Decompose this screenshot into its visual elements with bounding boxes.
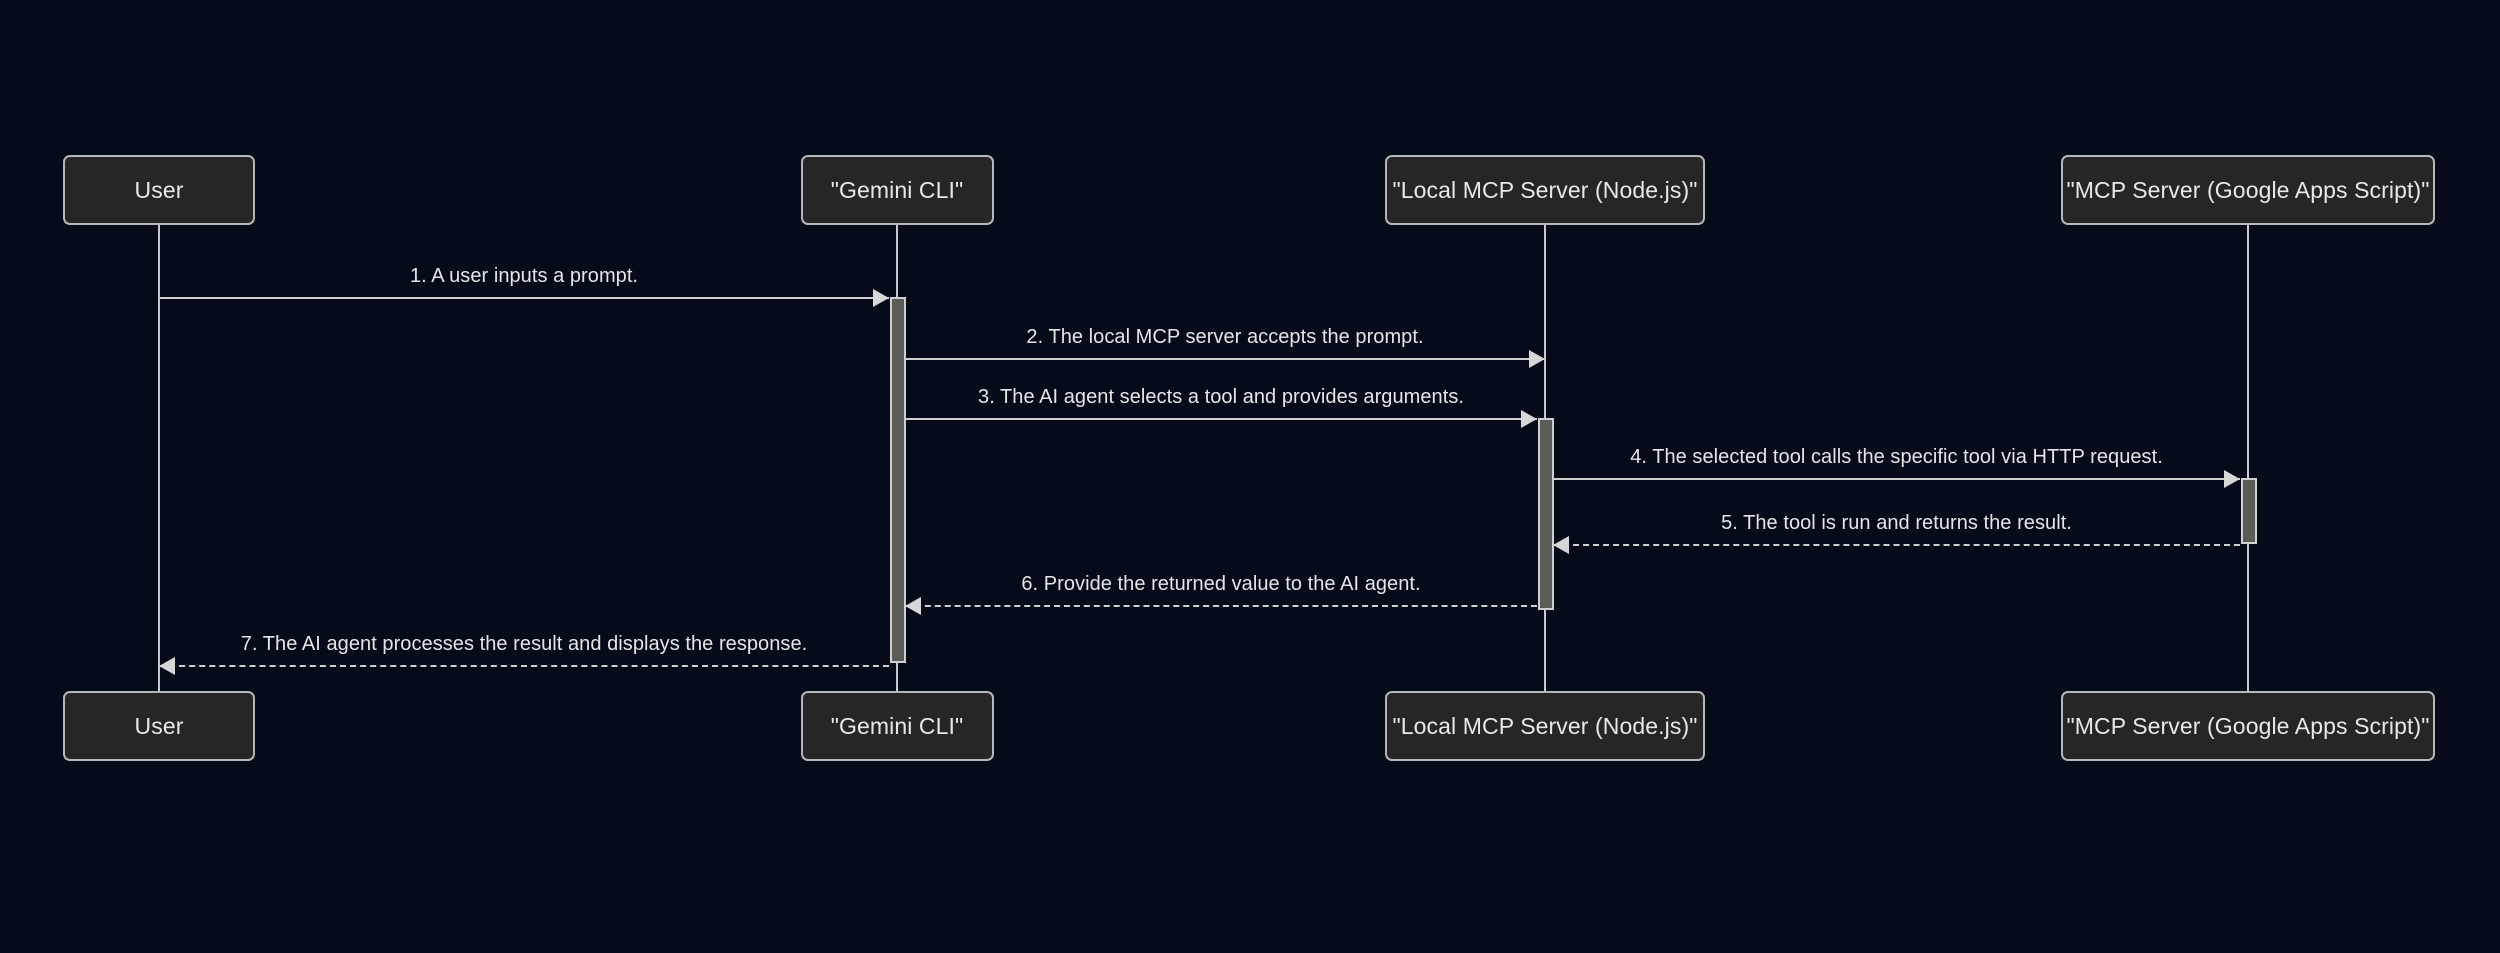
message-arrowhead-1 (873, 289, 889, 307)
message-arrowhead-6 (905, 597, 921, 615)
message-arrowhead-3 (1521, 410, 1537, 428)
participant-box-user-bottom[interactable]: User (63, 691, 255, 761)
participant-label: User (134, 176, 184, 203)
message-line-2 (905, 358, 1545, 360)
message-label-7: 7. The AI agent processes the result and… (240, 633, 808, 655)
participant-box-cli-bottom[interactable]: "Gemini CLI" (800, 691, 994, 761)
activation-bar-gas (2241, 478, 2257, 544)
message-line-1 (159, 297, 889, 299)
activation-bar-local (1538, 418, 1554, 610)
participant-box-user-top[interactable]: User (63, 155, 255, 225)
message-label-5: 5. The tool is run and returns the resul… (1721, 512, 2072, 534)
participant-label: User (134, 712, 184, 739)
message-label-2: 2. The local MCP server accepts the prom… (1026, 326, 1424, 348)
message-label-4: 4. The selected tool calls the specific … (1630, 446, 2163, 468)
participant-box-cli-top[interactable]: "Gemini CLI" (800, 155, 994, 225)
participant-label: "MCP Server (Google Apps Script)" (2066, 176, 2430, 203)
message-arrowhead-4 (2224, 470, 2240, 488)
message-label-1: 1. A user inputs a prompt. (409, 265, 639, 287)
activation-bar-cli (890, 297, 906, 663)
message-line-7 (159, 665, 889, 667)
participant-label: "Gemini CLI" (830, 176, 964, 203)
message-line-6 (905, 605, 1537, 607)
participant-box-local-top[interactable]: "Local MCP Server (Node.js)" (1385, 155, 1705, 225)
message-arrowhead-7 (159, 657, 175, 675)
message-label-3: 3. The AI agent selects a tool and provi… (978, 386, 1464, 408)
participant-box-local-bottom[interactable]: "Local MCP Server (Node.js)" (1385, 691, 1705, 761)
participant-label: "MCP Server (Google Apps Script)" (2066, 712, 2430, 739)
lifeline-gas (2247, 225, 2249, 691)
participant-label: "Local MCP Server (Node.js)" (1392, 712, 1698, 739)
participant-box-gas-top[interactable]: "MCP Server (Google Apps Script)" (2061, 155, 2435, 225)
message-line-4 (1553, 478, 2240, 480)
participant-box-gas-bottom[interactable]: "MCP Server (Google Apps Script)" (2061, 691, 2435, 761)
participant-label: "Gemini CLI" (830, 712, 964, 739)
message-arrowhead-5 (1553, 536, 1569, 554)
message-arrowhead-2 (1529, 350, 1545, 368)
message-line-5 (1553, 544, 2240, 546)
participant-label: "Local MCP Server (Node.js)" (1392, 176, 1698, 203)
message-label-6: 6. Provide the returned value to the AI … (1021, 573, 1421, 595)
message-line-3 (905, 418, 1537, 420)
lifeline-user (158, 225, 160, 691)
